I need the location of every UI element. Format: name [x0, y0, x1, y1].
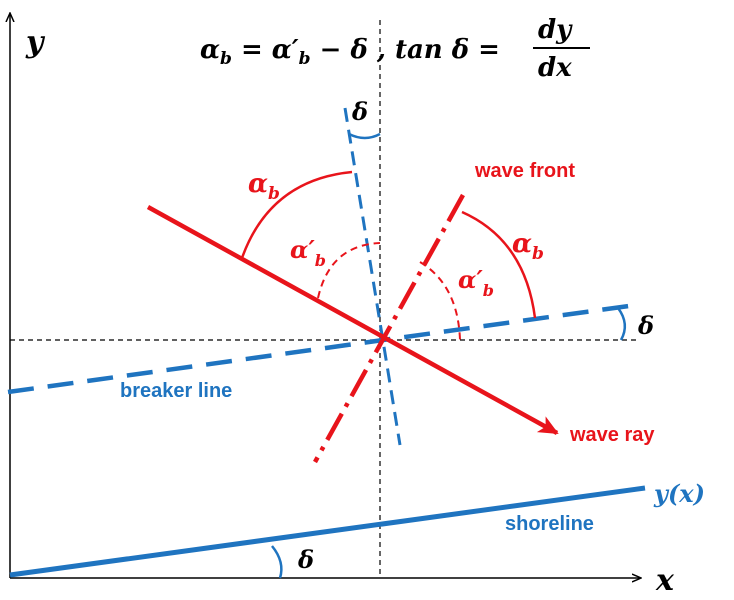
y-of-x-label: y(x)	[653, 479, 705, 508]
alpha-prime-b-label-left: α′b	[290, 235, 326, 270]
shoreline-label: shoreline	[505, 513, 594, 535]
wave-ray-label: wave ray	[569, 424, 655, 446]
shoreline	[9, 485, 646, 578]
delta-label-breaker: δ	[637, 311, 654, 340]
delta-arc-shoreline	[271, 545, 283, 579]
x-axis-label: x	[655, 563, 675, 598]
wave-ray-arrow	[146, 205, 559, 435]
alpha-b-label-right: αb	[512, 229, 544, 264]
delta-arc-breaker	[616, 307, 627, 341]
alpha-b-arc-right	[461, 210, 537, 319]
breaker-normal-line	[343, 107, 402, 446]
formula-denominator: dx	[538, 53, 572, 83]
delta-label-top: δ	[351, 97, 368, 126]
wave-front-line	[313, 193, 465, 464]
breaker-line	[7, 302, 637, 395]
y-axis-label: y	[25, 25, 46, 60]
formula-numerator: dy	[538, 15, 573, 45]
delta-label-shoreline: δ	[297, 545, 314, 574]
alpha-b-arc-left	[240, 170, 353, 259]
alpha-prime-b-label-right: α′b	[458, 265, 494, 300]
delta-arc-top	[348, 132, 381, 140]
formula: αb = α′b − δ , tan δ =	[200, 35, 500, 69]
alpha-prime-b-arc-right	[419, 261, 461, 341]
breaker-line-label: breaker line	[120, 380, 232, 402]
alpha-b-label-left: αb	[248, 169, 280, 204]
wave-front-label: wave front	[474, 160, 575, 182]
